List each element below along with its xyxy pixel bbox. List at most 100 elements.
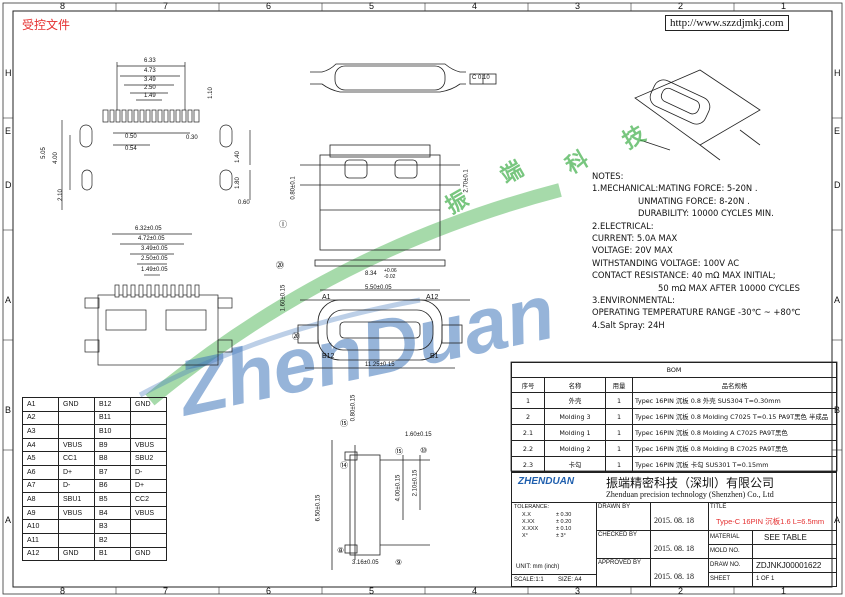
main-assembly-view (297, 144, 470, 369)
pin-cell: D- (130, 464, 167, 480)
pin-cell: GND (58, 397, 95, 412)
pin-cell (130, 424, 167, 439)
dim-label: 2.10 (57, 189, 64, 201)
pin-marker-b1: B1 (430, 353, 439, 360)
pin-cell: A7 (22, 478, 59, 494)
grid-row-a: A (5, 295, 12, 305)
bom-cell: 2.1 (511, 424, 545, 441)
pin-cell: GND (130, 397, 167, 412)
grid-row-a2: A (5, 515, 12, 525)
pin-cell: B10 (94, 424, 131, 439)
pin-cell: B7 (94, 464, 131, 480)
grid-col-8-bottom: 8 (60, 586, 66, 596)
bom-cell: 1 (511, 392, 545, 409)
pin-cell: B5 (94, 492, 131, 507)
grid-row-d: D (5, 180, 12, 190)
tolerance-label: TOLERANCE: (514, 504, 550, 510)
bom-cell: 1 (605, 408, 633, 425)
grid-col-7: 7 (163, 1, 169, 11)
dim-label: 4.72±0.05 (138, 236, 165, 242)
front-view (84, 233, 233, 366)
note-line: UNMATING FORCE: 8-20N . (638, 195, 750, 206)
pin-cell: CC1 (58, 451, 95, 466)
note-line: 4.Salt Spray: 24H (592, 319, 665, 330)
tolerance-key: X° (522, 533, 528, 539)
grid-row-e: E (5, 126, 12, 136)
grid-col-1-bottom: 1 (781, 586, 787, 596)
mold-no-label: MOLD NO. (710, 548, 740, 554)
dim-label: 4.00 (52, 152, 59, 164)
company-name-en: Zhenduan precision technology (Shenzhen)… (606, 490, 774, 499)
pin-footprint-view (61, 62, 251, 210)
sheet-label: SHEET (710, 576, 731, 582)
size-label: SIZE: A4 (558, 577, 582, 583)
title-label: TITLE (710, 504, 727, 510)
callout-circle: ⑳ (276, 261, 284, 270)
pin-cell: A6 (22, 464, 59, 480)
dim-label: 0.54 (125, 146, 137, 152)
dim-label: +0.06 (384, 268, 397, 274)
isometric-view (634, 69, 761, 161)
tolerance-value: ± 0.30 (556, 512, 572, 518)
bom-cell: 1 (605, 440, 633, 457)
pin-cell: B9 (94, 437, 131, 453)
pin-cell: A8 (22, 492, 59, 507)
note-line: WITHSTANDING VOLTAGE: 100V AC (592, 257, 740, 268)
pin-cell: B11 (94, 410, 131, 426)
note-line: OPERATING TEMPERATURE RANGE -30℃ ~ +80℃ (592, 307, 801, 318)
pin-cell: B4 (94, 505, 131, 521)
dim-label: 0.80±0.1 (290, 176, 297, 200)
pin-cell: SBU1 (58, 492, 95, 507)
sheet-value: 1 OF 1 (756, 576, 775, 582)
tolerance-value: ± 0.10 (556, 526, 572, 532)
dim-label: 0.80±0.15 (350, 394, 357, 422)
callout-circle: ⑮ (395, 447, 403, 456)
note-line: 50 mΩ MAX AFTER 10000 CYCLES (658, 282, 800, 293)
draw-no-label: DRAW NO. (710, 562, 741, 568)
pin-row: A11 B2 (22, 532, 167, 548)
material-label: MATERIAL (710, 534, 740, 540)
pin-cell: B2 (94, 532, 131, 548)
pin-cell: GND (130, 546, 167, 562)
pin-cell: SBU2 (130, 451, 167, 466)
grid-col-6-bottom: 6 (266, 586, 272, 596)
pin-cell (58, 519, 95, 534)
dim-label: 11.25±0.15 (365, 362, 395, 368)
pin-cell: A2 (22, 410, 59, 426)
grid-col-5-bottom: 5 (369, 586, 375, 596)
pin-cell: VBUS (130, 437, 167, 453)
bom-cell: Molding 1 (544, 424, 606, 441)
dim-label: 0.60 (238, 200, 250, 206)
grid-col-3-bottom: 3 (575, 586, 581, 596)
dim-label: 6.32±0.05 (135, 226, 162, 232)
grid-col-6: 6 (266, 1, 272, 11)
callout-circle: ⑩ (420, 446, 428, 455)
approved-date: 2015. 08. 18 (654, 572, 694, 581)
grid-col-5: 5 (369, 1, 375, 11)
callout-circle: ⑧ (337, 546, 345, 555)
bom-cell: 1 (605, 392, 633, 409)
side-profile-view (310, 63, 497, 93)
pin-cell (58, 532, 95, 548)
bom-cell: Typec 16PIN 沉板 卡勾 SUS301 T=0.15mm (632, 456, 837, 473)
pin-cell: GND (58, 546, 95, 562)
dim-label: 2.50 (144, 85, 156, 91)
pin-cell: A11 (22, 532, 59, 548)
dim-label: 3.16±0.05 (352, 560, 379, 566)
bom-cell: Typec 16PIN 沉板 0.8 Molding A C7025 PA9T黑… (632, 424, 837, 441)
controlled-document-label: 受控文件 (22, 18, 71, 32)
pin-marker-b12: B12 (322, 353, 335, 360)
dim-label: 1.40 (234, 151, 241, 163)
drawn-by-label: DRAWN BY (598, 504, 631, 510)
pin-cell: B12 (94, 397, 131, 412)
grid-col-4: 4 (472, 1, 478, 11)
dim-label: C 0.10 (472, 75, 490, 81)
bom-cell: Molding 3 (544, 408, 606, 425)
pin-cell: A1 (22, 397, 59, 412)
